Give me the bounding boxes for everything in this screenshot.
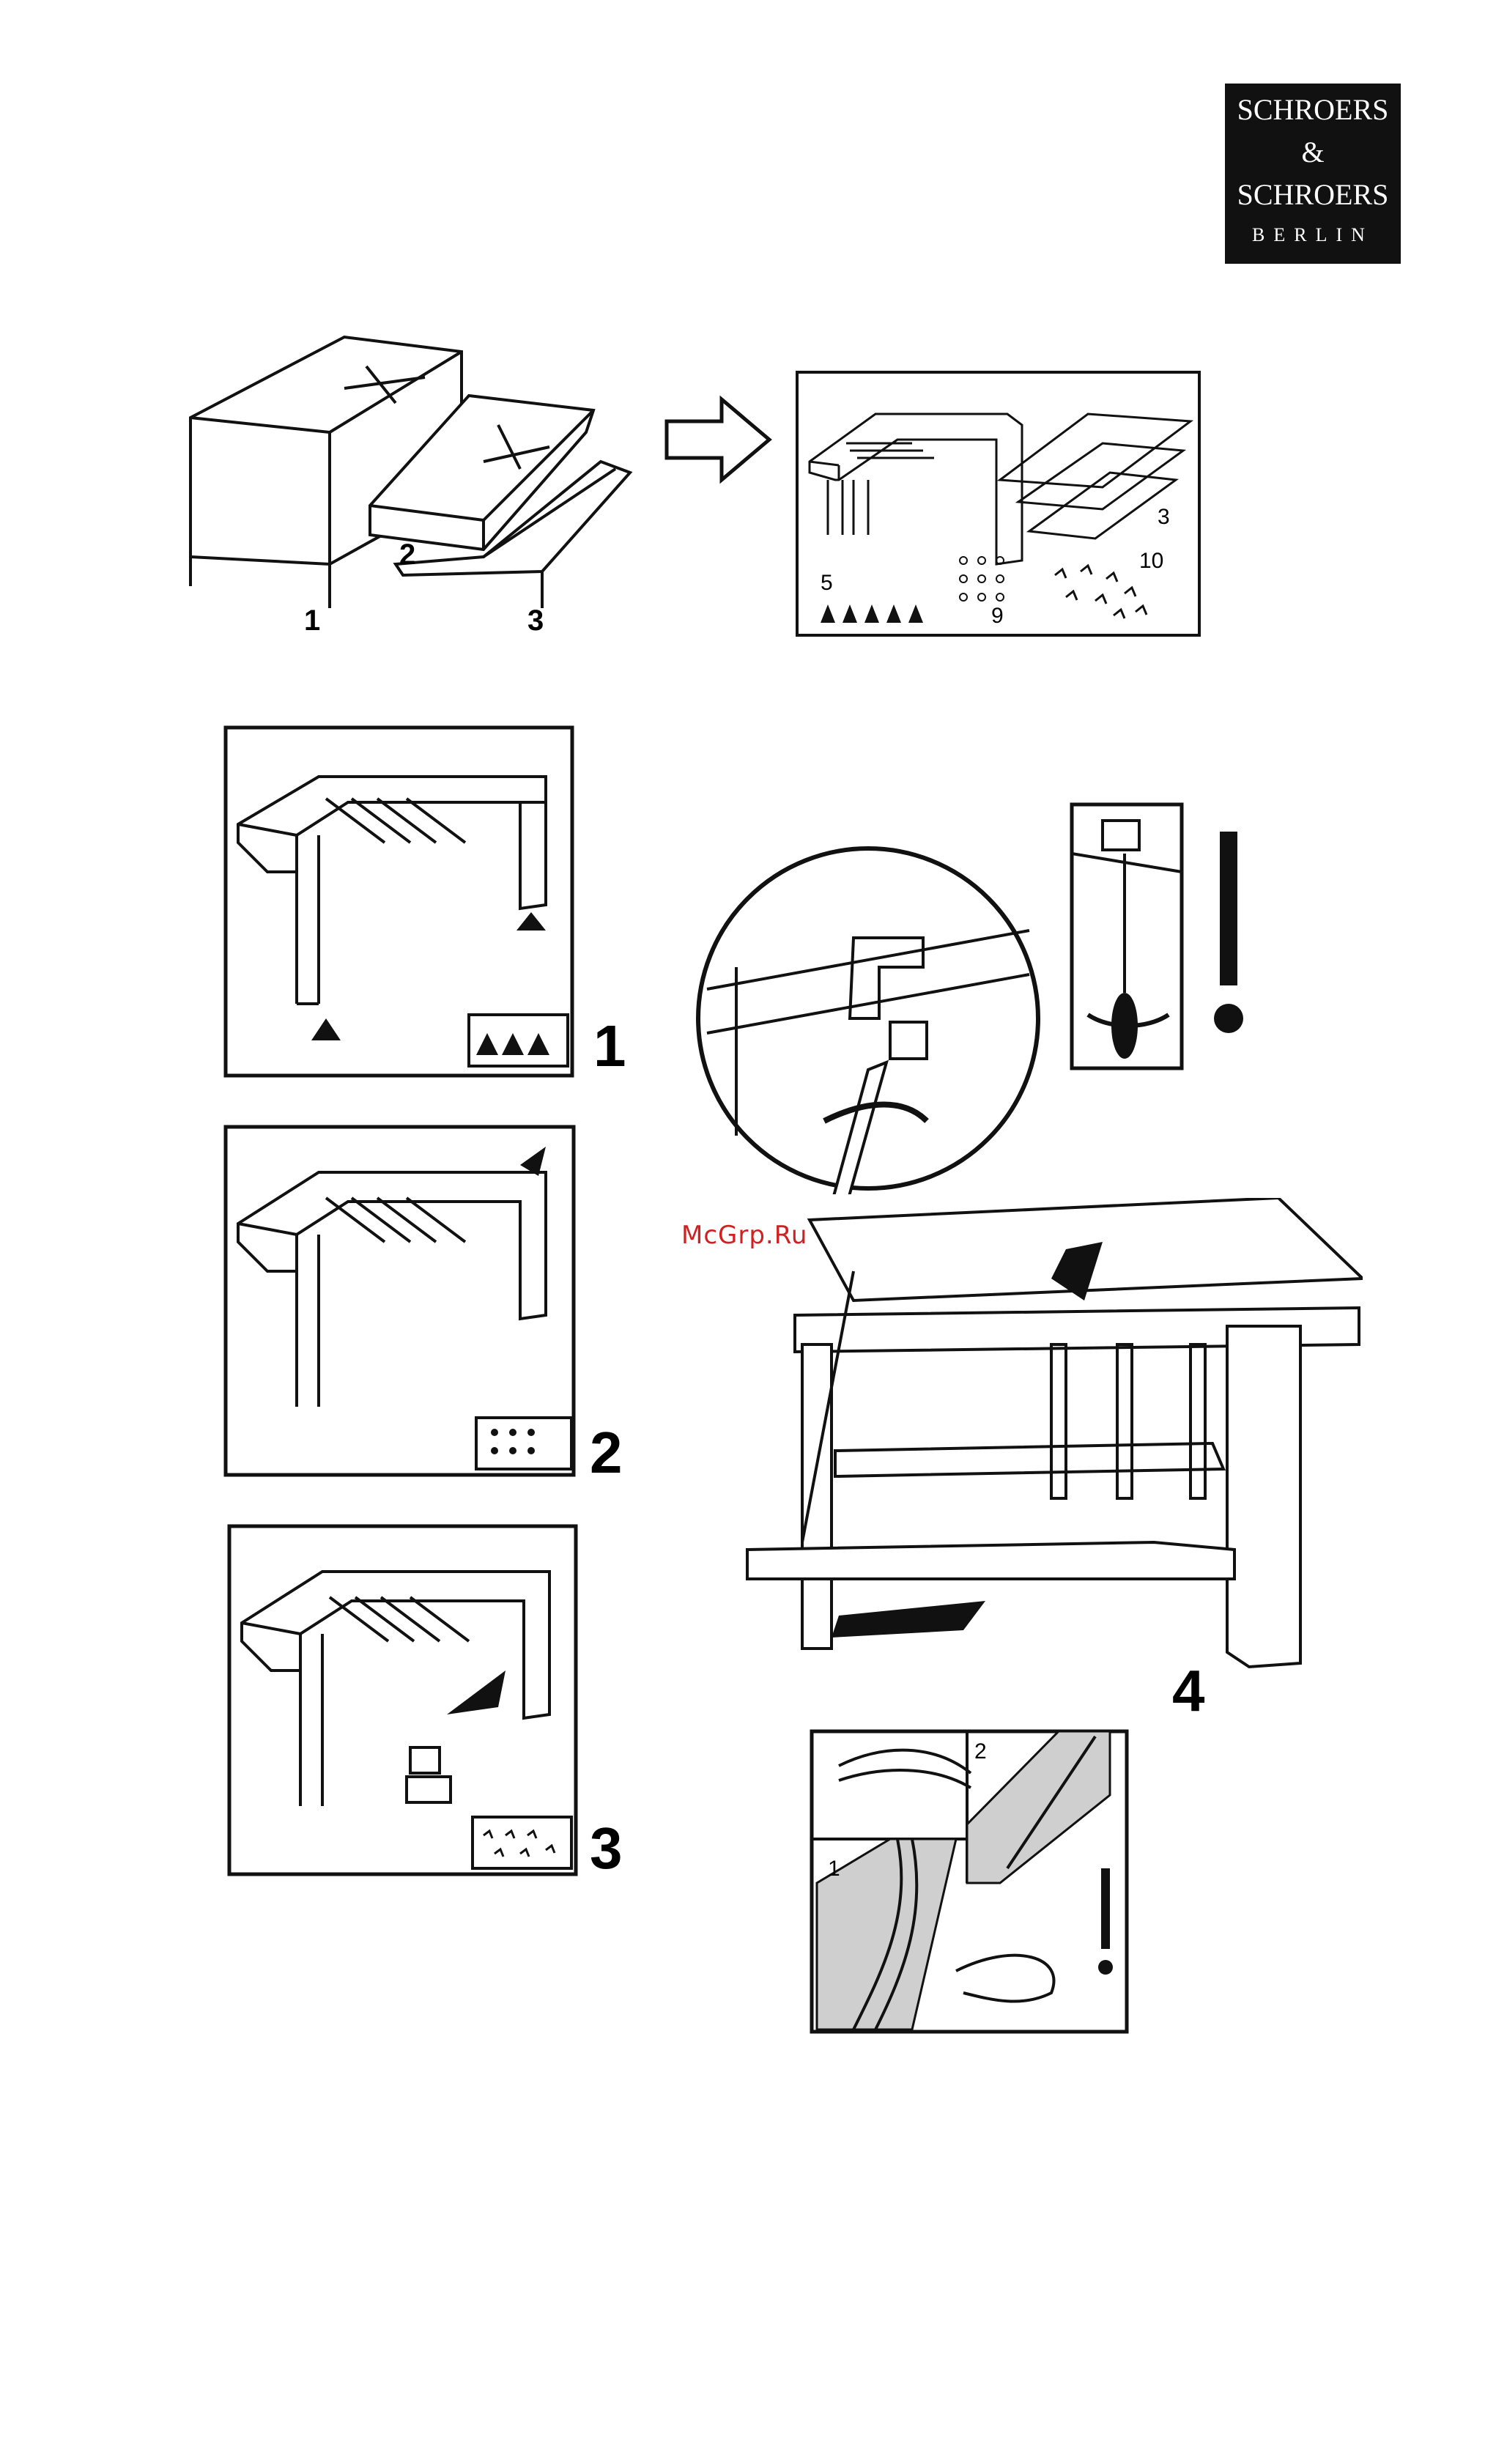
brand-logo: SCHROERS & SCHROERS BERLIN [1225,84,1401,264]
step-number-1: 1 [593,1013,626,1079]
part-label-5: 5 [821,571,833,595]
cable-management-inset: 1 2 [810,1729,1132,2037]
part-label-3: 3 [1158,505,1170,529]
logo-line-3: SCHROERS [1225,177,1401,212]
cable-inset-label-1: 1 [828,1857,840,1881]
parts-panel: 3 5 9 10 [795,370,1201,637]
part-label-9: 9 [991,604,1004,628]
screwdriver-warning-inset [1070,802,1260,1073]
watermark-text: McGrp.Ru [681,1221,807,1250]
box-label-2: 2 [399,539,415,571]
cable-inset-label-2: 2 [974,1739,987,1764]
part-label-10: 10 [1139,549,1163,573]
logo-line-2: & [1225,135,1401,169]
logo-line-4: BERLIN [1225,224,1401,246]
logo-line-1: SCHROERS [1225,92,1401,127]
step-number-2: 2 [590,1420,623,1484]
clamp-detail-magnifier [692,843,1044,1194]
step-3-panel: 3 [227,1524,637,1883]
right-arrow-icon [663,392,773,487]
step-1-panel: 1 [223,725,634,1084]
box-label-1: 1 [304,604,320,637]
step-number-4: 4 [1172,1658,1205,1723]
step-number-3: 3 [590,1816,623,1881]
box-label-3: 3 [527,604,544,637]
packaging-boxes-illustration: 2 1 3 [176,322,645,645]
step-4-assembly: 4 [744,1198,1363,1725]
step-2-panel: 2 [223,1125,634,1484]
